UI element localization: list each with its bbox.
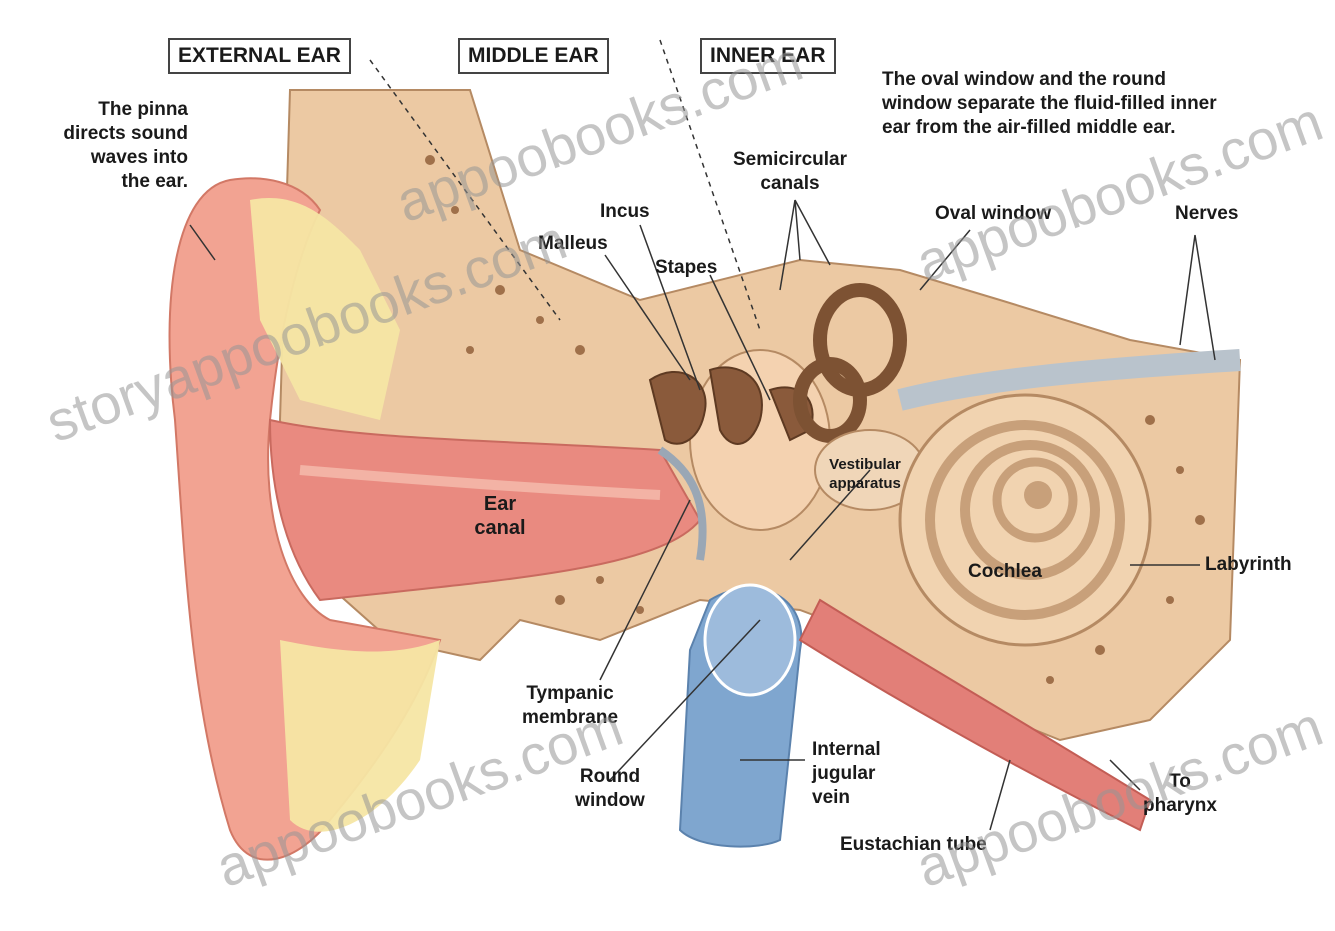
section-middle-ear: MIDDLE EAR [458, 38, 609, 74]
label-ear-canal: Ear canal [455, 492, 545, 540]
label-nerves: Nerves [1175, 202, 1238, 226]
cochlea-shape [900, 395, 1150, 645]
section-external-ear: EXTERNAL EAR [168, 38, 351, 74]
label-stapes: Stapes [655, 256, 717, 280]
label-semicircular-canals: Semicircular canals [710, 148, 870, 196]
label-vestibular-line2: apparatus [805, 474, 925, 493]
windows-note-line3: ear from the air-filled middle ear. [882, 116, 1217, 140]
pinna-note-line3: waves into [20, 146, 188, 170]
windows-note: The oval window and the round window sep… [882, 68, 1217, 140]
pinna-note-line2: directs sound [20, 122, 188, 146]
label-incus: Incus [600, 200, 650, 224]
pinna-note-line1: The pinna [20, 98, 188, 122]
label-jugular-line3: vein [812, 786, 881, 810]
label-semicircular-line1: Semicircular [710, 148, 870, 172]
label-tympanic-line1: Tympanic [505, 682, 635, 706]
pinna-note-line4: the ear. [20, 170, 188, 194]
label-ear-canal-line1: Ear [455, 492, 545, 516]
label-vestibular-apparatus: Vestibular apparatus [805, 455, 925, 493]
label-jugular-line2: jugular [812, 762, 881, 786]
label-internal-jugular-vein: Internal jugular vein [812, 738, 881, 810]
label-semicircular-line2: canals [710, 172, 870, 196]
label-jugular-line1: Internal [812, 738, 881, 762]
windows-note-line1: The oval window and the round [882, 68, 1217, 92]
label-cochlea: Cochlea [968, 560, 1042, 584]
label-round-window-line2: window [555, 789, 665, 813]
windows-note-line2: window separate the fluid-filled inner [882, 92, 1217, 116]
pinna-note: The pinna directs sound waves into the e… [20, 98, 188, 194]
label-vestibular-line1: Vestibular [805, 455, 925, 474]
label-ear-canal-line2: canal [455, 516, 545, 540]
label-labyrinth: Labyrinth [1205, 553, 1292, 577]
